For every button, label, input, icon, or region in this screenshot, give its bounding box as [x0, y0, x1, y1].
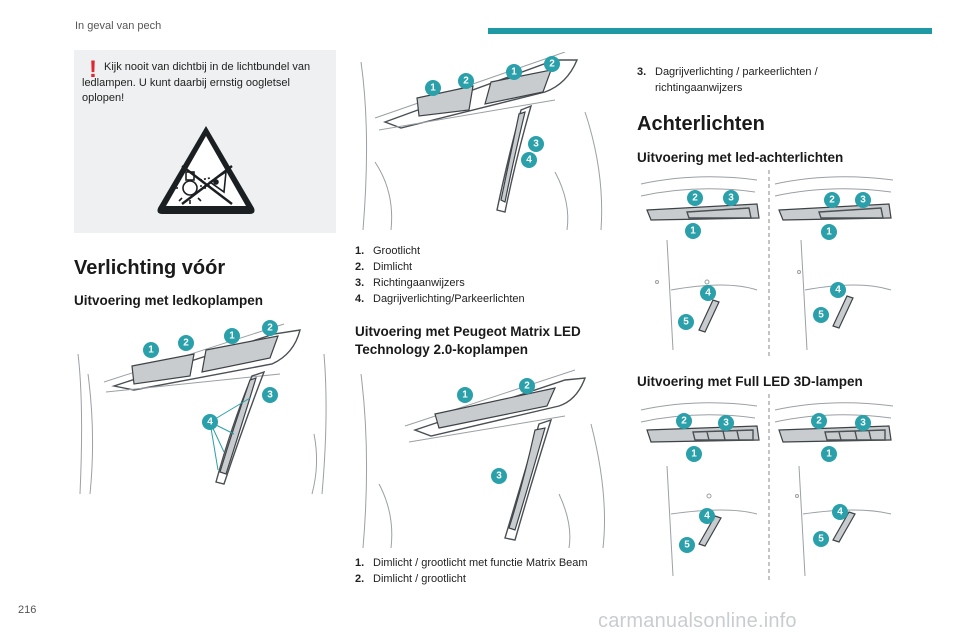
led-headlamps-subtitle: Uitvoering met ledkoplampen — [74, 293, 264, 308]
badge-2: 2 — [824, 192, 840, 208]
badge-5: 5 — [813, 531, 829, 547]
svg-text:5: 5 — [684, 540, 690, 551]
list-item: 2.Dimlicht — [355, 261, 413, 273]
badge-1: 1 — [506, 64, 522, 80]
svg-text:3: 3 — [267, 390, 273, 401]
svg-text:2: 2 — [267, 323, 273, 334]
header-accent-bar — [488, 28, 932, 34]
list-item: 4.Dagrijverlichting/Parkeerlichten — [355, 293, 525, 305]
svg-text:3: 3 — [533, 139, 539, 150]
badge-2: 2 — [544, 56, 560, 72]
svg-text:1: 1 — [148, 345, 154, 356]
badge-2: 2 — [687, 190, 703, 206]
page-number: 216 — [18, 604, 37, 616]
svg-text:1: 1 — [430, 83, 436, 94]
led-headlamp-angled-figure: 1 2 1 2 3 4 — [355, 52, 617, 232]
badge-3: 3 — [855, 192, 871, 208]
svg-text:1: 1 — [826, 449, 832, 460]
badge-3: 3 — [528, 136, 544, 152]
svg-text:5: 5 — [818, 310, 824, 321]
led-rear-lights-subtitle: Uitvoering met led-achterlichten — [637, 150, 844, 165]
svg-text:2: 2 — [463, 76, 469, 87]
svg-text:2: 2 — [816, 416, 822, 427]
led-headlamp-figure: 1 2 1 2 3 4 — [74, 314, 336, 500]
svg-text:4: 4 — [704, 511, 710, 522]
svg-text:1: 1 — [690, 226, 696, 237]
svg-text:1: 1 — [229, 331, 235, 342]
svg-text:4: 4 — [837, 507, 843, 518]
badge-5: 5 — [813, 307, 829, 323]
svg-text:1: 1 — [826, 227, 832, 238]
led-headlamp-legend: 1.Grootlicht 2.Dimlicht 3.Richtingaanwij… — [355, 243, 617, 307]
svg-text:3: 3 — [860, 195, 866, 206]
badge-1: 1 — [425, 80, 441, 96]
badge-1: 1 — [224, 328, 240, 344]
svg-text:4: 4 — [526, 155, 532, 166]
badge-2: 2 — [811, 413, 827, 429]
no-look-into-light-icon — [157, 126, 255, 214]
matrix-led-legend-continued: 3.Dagrijverlichting / parkeerlichten / r… — [637, 64, 859, 96]
svg-text:2: 2 — [692, 193, 698, 204]
badge-1: 1 — [686, 446, 702, 462]
led-rear-lights-figure: 2 3 1 4 5 2 3 1 4 5 — [637, 170, 901, 356]
warning-text-content: Kijk nooit van dichtbij in de lichtbunde… — [82, 61, 311, 104]
badge-1: 1 — [685, 223, 701, 239]
matrix-led-legend: 1.Dimlicht / grootlicht met functie Matr… — [355, 555, 617, 587]
watermark: carmanualsonline.info — [598, 610, 797, 632]
svg-text:1: 1 — [691, 449, 697, 460]
list-item: 2.Dimlicht / grootlicht — [355, 573, 466, 585]
badge-2: 2 — [262, 320, 278, 336]
svg-text:4: 4 — [705, 288, 711, 299]
svg-text:2: 2 — [524, 381, 530, 392]
list-item: 1.Grootlicht — [355, 245, 421, 257]
svg-text:2: 2 — [681, 416, 687, 427]
svg-text:3: 3 — [860, 418, 866, 429]
badge-3: 3 — [262, 387, 278, 403]
svg-text:4: 4 — [835, 285, 841, 296]
svg-text:3: 3 — [723, 418, 729, 429]
svg-text:1: 1 — [462, 390, 468, 401]
matrix-led-headlamp-figure: 1 2 3 — [355, 364, 617, 550]
badge-1: 1 — [457, 387, 473, 403]
warning-text: Kijk nooit van dichtbij in de lichtbunde… — [82, 60, 330, 107]
badge-2: 2 — [519, 378, 535, 394]
svg-text:1: 1 — [511, 67, 517, 78]
badge-3: 3 — [723, 190, 739, 206]
badge-4: 4 — [521, 152, 537, 168]
badge-1: 1 — [143, 342, 159, 358]
svg-text:4: 4 — [207, 417, 213, 428]
svg-text:2: 2 — [549, 59, 555, 70]
badge-3: 3 — [718, 415, 734, 431]
badge-2: 2 — [178, 335, 194, 351]
badge-1: 1 — [821, 224, 837, 240]
badge-4: 4 — [830, 282, 846, 298]
badge-4: 4 — [700, 285, 716, 301]
list-item: 3.Richtingaanwijzers — [355, 277, 465, 289]
svg-text:5: 5 — [683, 317, 689, 328]
matrix-led-subtitle: Uitvoering met Peugeot Matrix LED Techno… — [355, 324, 581, 357]
svg-text:5: 5 — [818, 534, 824, 545]
badge-1: 1 — [821, 446, 837, 462]
badge-2: 2 — [458, 73, 474, 89]
badge-5: 5 — [678, 314, 694, 330]
list-item: 3.Dagrijverlichting / parkeerlichten / r… — [637, 66, 818, 94]
front-lights-title: Verlichting vóór — [74, 257, 226, 279]
badge-4: 4 — [699, 508, 715, 524]
badge-5: 5 — [679, 537, 695, 553]
svg-text:2: 2 — [183, 338, 189, 349]
full-led-3d-rear-lights-figure: 2 3 1 4 5 2 3 1 4 5 — [637, 394, 901, 580]
section-title: In geval van pech — [75, 20, 162, 32]
full-led-3d-subtitle: Uitvoering met Full LED 3D-lampen — [637, 374, 863, 389]
rear-lights-title: Achterlichten — [637, 113, 765, 135]
badge-4: 4 — [832, 504, 848, 520]
svg-text:3: 3 — [728, 193, 734, 204]
badge-3: 3 — [855, 415, 871, 431]
list-item: 1.Dimlicht / grootlicht met functie Matr… — [355, 557, 588, 569]
svg-text:2: 2 — [829, 195, 835, 206]
badge-2: 2 — [676, 413, 692, 429]
badge-3: 3 — [491, 468, 507, 484]
exclamation-icon: ! — [89, 56, 97, 83]
badge-4: 4 — [202, 414, 218, 430]
svg-text:3: 3 — [496, 471, 502, 482]
